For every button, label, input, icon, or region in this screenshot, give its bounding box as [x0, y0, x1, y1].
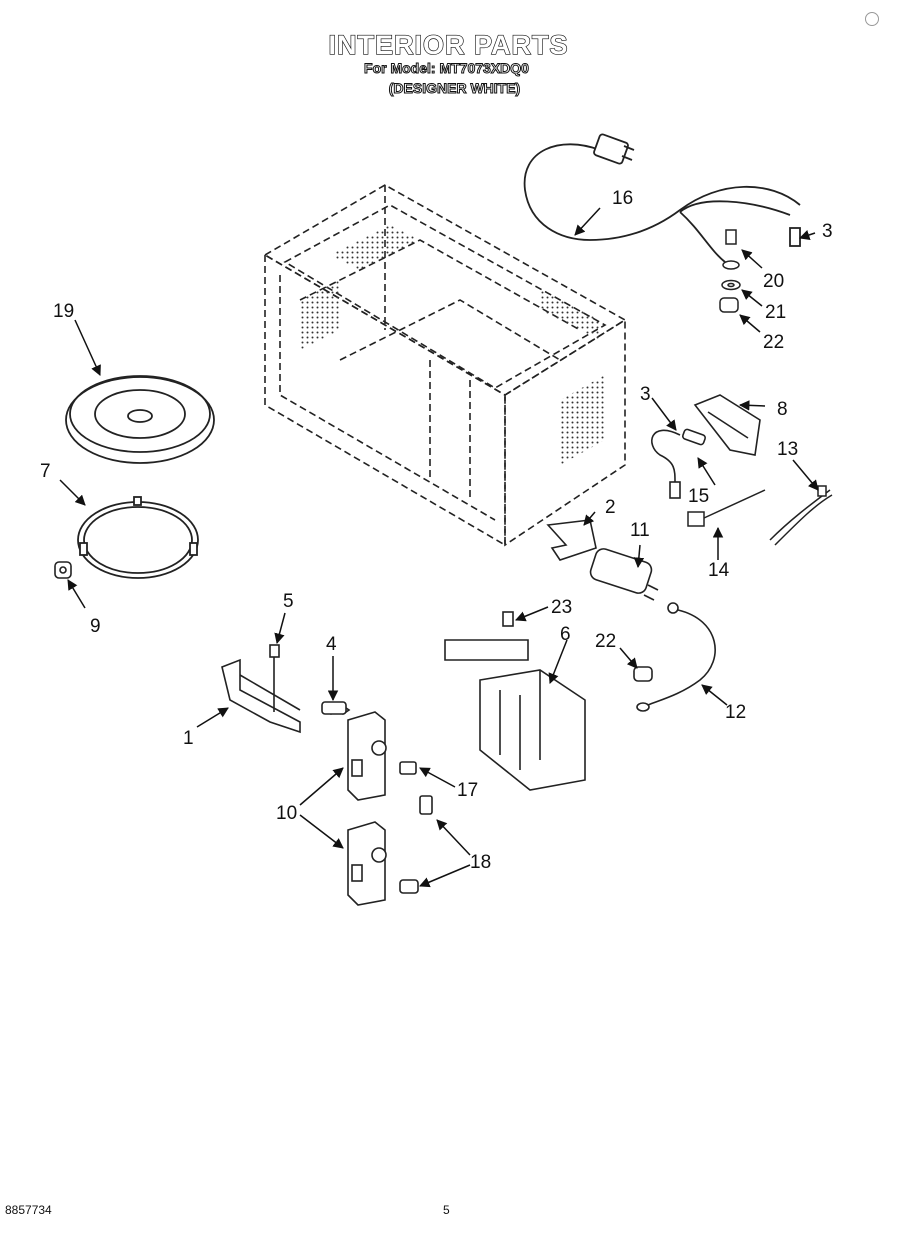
- callout-22: 22: [763, 332, 784, 353]
- callout-1: 1: [183, 728, 194, 749]
- ground-hardware: [719, 229, 741, 313]
- color-line: (DESIGNER WHITE): [388, 80, 521, 97]
- page-number: 5: [443, 1203, 450, 1217]
- page-title: INTERIOR PARTS: [328, 29, 569, 60]
- callout-11: 11: [630, 520, 650, 541]
- callout-10: 10: [276, 803, 297, 824]
- transformer: [444, 611, 586, 791]
- callout-22b: 22: [595, 631, 616, 652]
- callout-7: 7: [40, 461, 51, 482]
- callout-20: 20: [763, 271, 784, 292]
- small-switches: [399, 761, 433, 894]
- model-line: For Model: MT7073XDQ0: [364, 60, 530, 77]
- capacitor-bracket: [546, 519, 597, 561]
- callout-23: 23: [551, 597, 572, 618]
- callout-15: 15: [688, 486, 709, 507]
- cavity-vent-dots: [300, 225, 605, 465]
- callout-16: 16: [612, 188, 633, 209]
- ground-wire: [633, 602, 716, 712]
- callout-4: 4: [326, 634, 337, 655]
- callout-8: 8: [777, 399, 788, 420]
- callout-5: 5: [283, 591, 294, 612]
- fuse-holder: [651, 394, 761, 499]
- interlock-switches: [347, 711, 387, 906]
- callout-3: 3: [822, 221, 833, 242]
- power-cord: [523, 133, 801, 263]
- leader-arrows: [59, 207, 819, 888]
- callout-9: 9: [90, 616, 101, 637]
- callout-17: 17: [457, 780, 478, 801]
- callout-18: 18: [470, 852, 491, 873]
- coupler: [54, 561, 72, 579]
- callout-13: 13: [777, 439, 798, 460]
- microwave-cavity: [263, 184, 627, 547]
- callout-21: 21: [765, 302, 786, 323]
- callout-6: 6: [560, 624, 571, 645]
- callout-3b: 3: [640, 384, 651, 405]
- callout-2: 2: [605, 497, 616, 518]
- callout-labels: 1 2 3 3 4 5 6 7 8 9 10 11 12 13 14 15 16…: [40, 188, 833, 873]
- document-number: 8857734: [5, 1203, 52, 1217]
- turntable-glass: [65, 375, 215, 464]
- callout-19: 19: [53, 301, 74, 322]
- callout-14: 14: [708, 560, 730, 581]
- capacitor: [589, 548, 659, 601]
- latch-bracket: [221, 644, 351, 734]
- roller-ring: [77, 496, 199, 579]
- wire-harness-parts: [687, 485, 833, 546]
- callout-12: 12: [725, 702, 746, 723]
- corner-hole-mark: [865, 12, 879, 26]
